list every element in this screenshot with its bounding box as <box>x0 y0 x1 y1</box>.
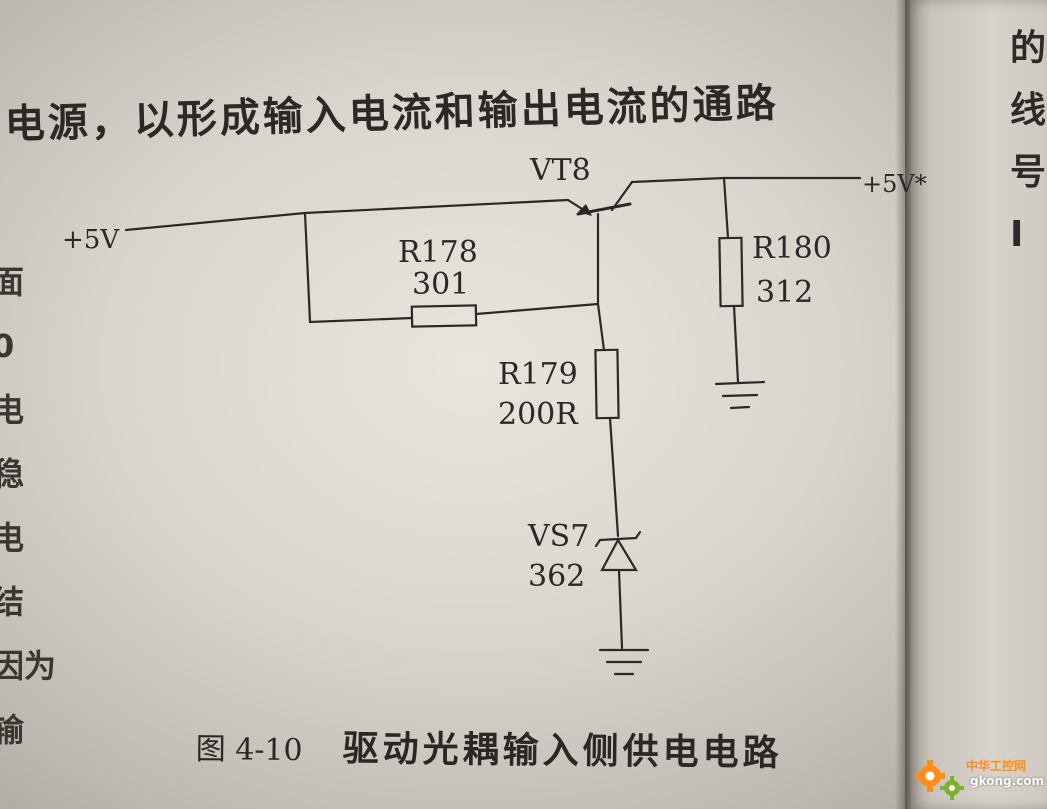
r179-value-label: 200R <box>498 397 579 432</box>
vt8-ref-label: VT8 <box>529 153 591 188</box>
output-supply-wire <box>630 176 862 184</box>
r180-resistor <box>718 236 744 308</box>
vs7-ground-wire <box>617 568 624 650</box>
r179-lower-wire <box>608 416 620 538</box>
gear-logo-icon <box>915 760 964 800</box>
margin-char: 结 <box>0 583 25 621</box>
margin-char: 输 <box>0 711 25 749</box>
margin-char: 线 <box>1010 90 1047 131</box>
margin-char: I <box>1010 214 1024 255</box>
margin-char: 稳 <box>0 455 25 493</box>
ground-symbol-right <box>714 380 766 410</box>
r180-lower-wire <box>732 304 740 384</box>
figure-caption: 图 4-10 驱动光耦输入侧供电电路 <box>195 718 782 776</box>
r180-value-label: 312 <box>756 275 813 310</box>
r178-value-label: 301 <box>412 267 469 302</box>
r179-ref-label: R179 <box>498 357 578 392</box>
input-supply-wire <box>124 198 570 232</box>
watermark-domain: gkong.com <box>970 774 1045 788</box>
r178-right-wire <box>474 302 600 316</box>
margin-char: 因为 <box>0 647 57 685</box>
margin-char: 面 <box>0 263 25 301</box>
margin-char: 电 <box>0 391 25 429</box>
watermark-brand: 中华工控网 <box>966 759 1027 773</box>
left-margin-text: 面 0 电 稳 电 结 因为 输 <box>0 250 60 762</box>
bypass-wire-left <box>303 211 414 324</box>
right-margin-text: 的 线 号 I <box>1010 18 1046 266</box>
ground-symbol-bottom <box>598 648 650 676</box>
r178-resistor <box>410 304 478 328</box>
supply-in-label: +5V <box>62 225 120 255</box>
r178-ref-label: R178 <box>398 235 478 270</box>
vs7-zener-triangle <box>600 537 638 572</box>
vt8-collector-lead <box>610 180 634 212</box>
margin-char: 的 <box>1010 28 1047 69</box>
margin-char: 号 <box>1010 152 1047 193</box>
r180-ref-label: R180 <box>752 231 832 266</box>
vs7-zener-bar <box>594 530 642 548</box>
vs7-value-label: 362 <box>528 559 585 594</box>
margin-char: 电 <box>0 519 25 557</box>
vt8-emitter-arrow <box>578 204 592 216</box>
figure-number: 图 4-10 <box>195 731 303 769</box>
vs7-ref-label: VS7 <box>527 519 589 554</box>
margin-char: 0 <box>0 327 15 365</box>
figure-title: 驱动光耦输入侧供电电路 <box>342 728 783 775</box>
r179-resistor <box>594 348 620 420</box>
supply-out-label: +5V* <box>862 170 927 198</box>
watermark: 中华工控网 gkong.com <box>912 752 1045 802</box>
base-vertical-wire <box>596 212 606 352</box>
book-spine-shadow <box>895 0 911 809</box>
r180-top-wire <box>722 176 730 240</box>
facing-page <box>905 0 1047 809</box>
